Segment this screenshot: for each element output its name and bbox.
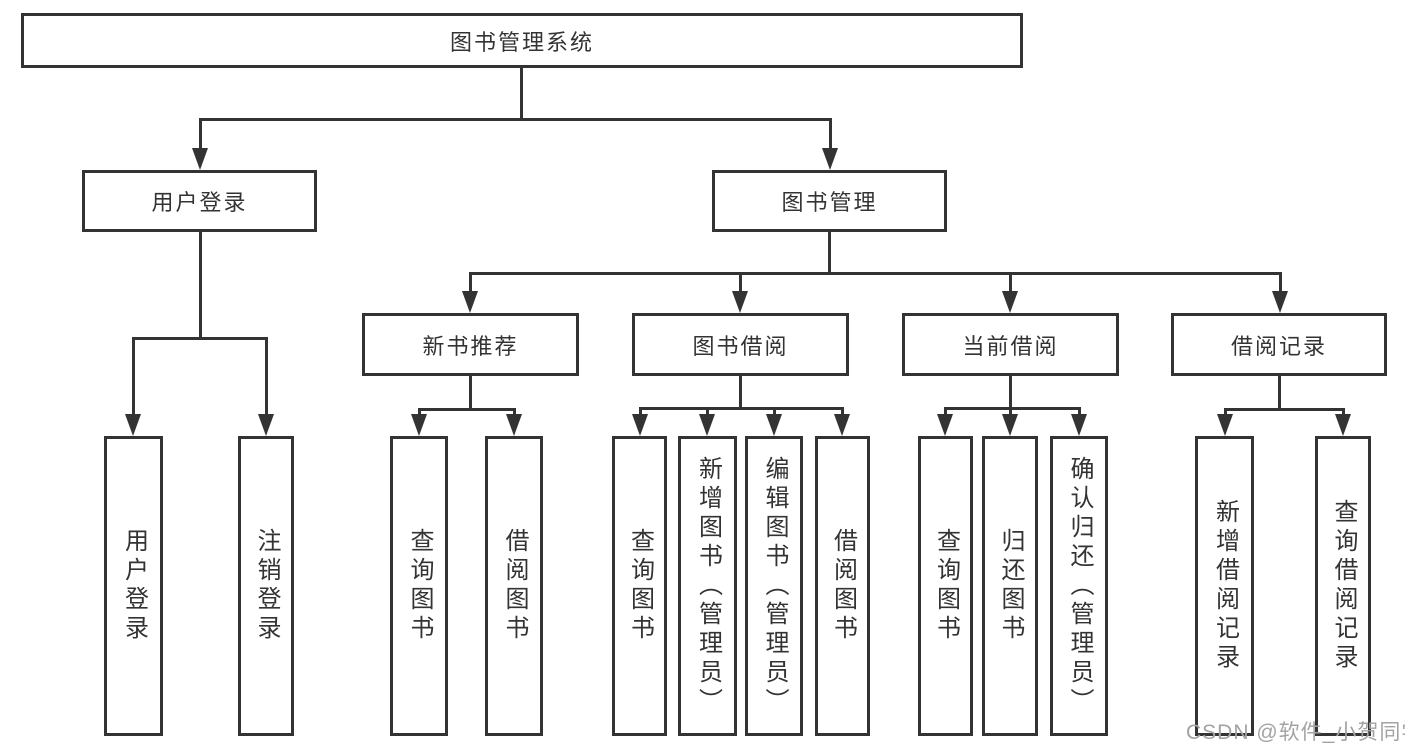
connector-vline [944, 407, 947, 414]
connector-vline [520, 68, 523, 118]
arrow-down-icon [822, 148, 838, 170]
connector-hline [199, 118, 832, 121]
connector-vline [513, 408, 516, 414]
arrow-down-icon [1217, 414, 1233, 436]
node-book-management-label: 图书管理 [781, 190, 878, 215]
leaf-user-login: 用户登录 [104, 436, 163, 736]
connector-vline [199, 232, 202, 337]
connector-vline [829, 118, 832, 148]
connector-hline [944, 407, 1080, 410]
node-root: 图书管理系统 [21, 13, 1023, 68]
arrow-down-icon [834, 414, 850, 436]
leaf-query-books-1-label: 查询图书 [406, 528, 433, 644]
leaf-query-books-2-label: 查询图书 [626, 528, 654, 644]
connector-vline [739, 376, 742, 407]
connector-vline [773, 407, 776, 414]
leaf-logout: 注销登录 [238, 436, 294, 736]
connector-vline [132, 337, 135, 414]
leaf-user-login-label: 用户登录 [120, 528, 148, 644]
node-current-borrow-label: 当前借阅 [962, 333, 1059, 359]
leaf-return-book-label: 归还图书 [997, 528, 1024, 644]
node-book-borrow-label: 图书借阅 [692, 333, 789, 359]
leaf-query-books-2: 查询图书 [612, 436, 667, 736]
leaf-query-borrow-record-label: 查询借阅记录 [1330, 499, 1357, 673]
connector-vline [1009, 376, 1012, 407]
leaf-add-book-admin-label: 新增图书（管理员） [694, 455, 722, 717]
leaf-logout-label: 注销登录 [253, 528, 280, 644]
node-new-book-recommend-label: 新书推荐 [422, 333, 519, 359]
arrow-down-icon [632, 414, 648, 436]
arrow-down-icon [732, 291, 748, 313]
arrow-down-icon [125, 414, 141, 436]
leaf-query-books-1: 查询图书 [390, 436, 448, 736]
connector-vline [469, 272, 472, 291]
connector-vline [418, 408, 421, 414]
arrow-down-icon [1071, 414, 1087, 436]
leaf-confirm-return-admin-label: 确认归还（管理员） [1066, 455, 1093, 717]
leaf-borrow-books-2: 借阅图书 [815, 436, 870, 736]
connector-vline [469, 376, 472, 408]
connector-hline [418, 408, 516, 411]
node-user-login: 用户登录 [82, 170, 317, 232]
connector-vline [199, 118, 202, 148]
connector-hline [639, 407, 844, 410]
node-borrow-records: 借阅记录 [1171, 313, 1387, 376]
connector-hline [1224, 408, 1345, 411]
connector-vline [1224, 408, 1227, 414]
arrow-down-icon [699, 414, 715, 436]
connector-vline [739, 272, 742, 291]
connector-vline [1009, 407, 1012, 414]
arrow-down-icon [462, 291, 478, 313]
leaf-query-books-3-label: 查询图书 [932, 528, 960, 644]
arrow-down-icon [1002, 414, 1018, 436]
arrow-down-icon [766, 414, 782, 436]
node-book-management: 图书管理 [712, 170, 947, 232]
connector-vline [265, 337, 268, 414]
node-new-book-recommend: 新书推荐 [362, 313, 579, 376]
arrow-down-icon [937, 414, 953, 436]
arrow-down-icon [506, 414, 522, 436]
node-root-label: 图书管理系统 [449, 29, 594, 55]
connector-vline [1278, 376, 1281, 408]
leaf-edit-book-admin-label: 编辑图书（管理员） [761, 455, 788, 717]
node-user-login-label: 用户登录 [151, 190, 248, 215]
connector-vline [639, 407, 642, 414]
csdn-watermark: CSDN @软件_小贺同学 [1186, 721, 1405, 744]
connector-vline [1009, 272, 1012, 291]
leaf-add-borrow-record-label: 新增借阅记录 [1211, 499, 1239, 673]
leaf-add-book-admin: 新增图书（管理员） [678, 436, 737, 736]
arrow-down-icon [258, 414, 274, 436]
leaf-confirm-return-admin: 确认归还（管理员） [1050, 436, 1108, 736]
arrow-down-icon [1002, 291, 1018, 313]
connector-vline [828, 232, 831, 272]
leaf-borrow-books-1-label: 借阅图书 [501, 528, 528, 644]
leaf-borrow-books-1: 借阅图书 [485, 436, 543, 736]
connector-hline [469, 272, 1281, 275]
arrow-down-icon [1335, 414, 1351, 436]
leaf-add-borrow-record: 新增借阅记录 [1195, 436, 1254, 736]
leaf-return-book: 归还图书 [982, 436, 1038, 736]
leaf-query-borrow-record: 查询借阅记录 [1315, 436, 1371, 736]
node-current-borrow: 当前借阅 [902, 313, 1119, 376]
connector-vline [841, 407, 844, 414]
leaf-edit-book-admin: 编辑图书（管理员） [745, 436, 803, 736]
node-borrow-records-label: 借阅记录 [1230, 333, 1327, 359]
arrow-down-icon [411, 414, 427, 436]
connector-vline [1279, 272, 1282, 291]
leaf-borrow-books-2-label: 借阅图书 [829, 528, 857, 644]
arrow-down-icon [1272, 291, 1288, 313]
connector-hline [132, 337, 268, 340]
connector-vline [1078, 407, 1081, 414]
leaf-query-books-3: 查询图书 [918, 436, 973, 736]
connector-vline [706, 407, 709, 414]
connector-vline [1342, 408, 1345, 414]
node-book-borrow: 图书借阅 [632, 313, 849, 376]
arrow-down-icon [192, 148, 208, 170]
